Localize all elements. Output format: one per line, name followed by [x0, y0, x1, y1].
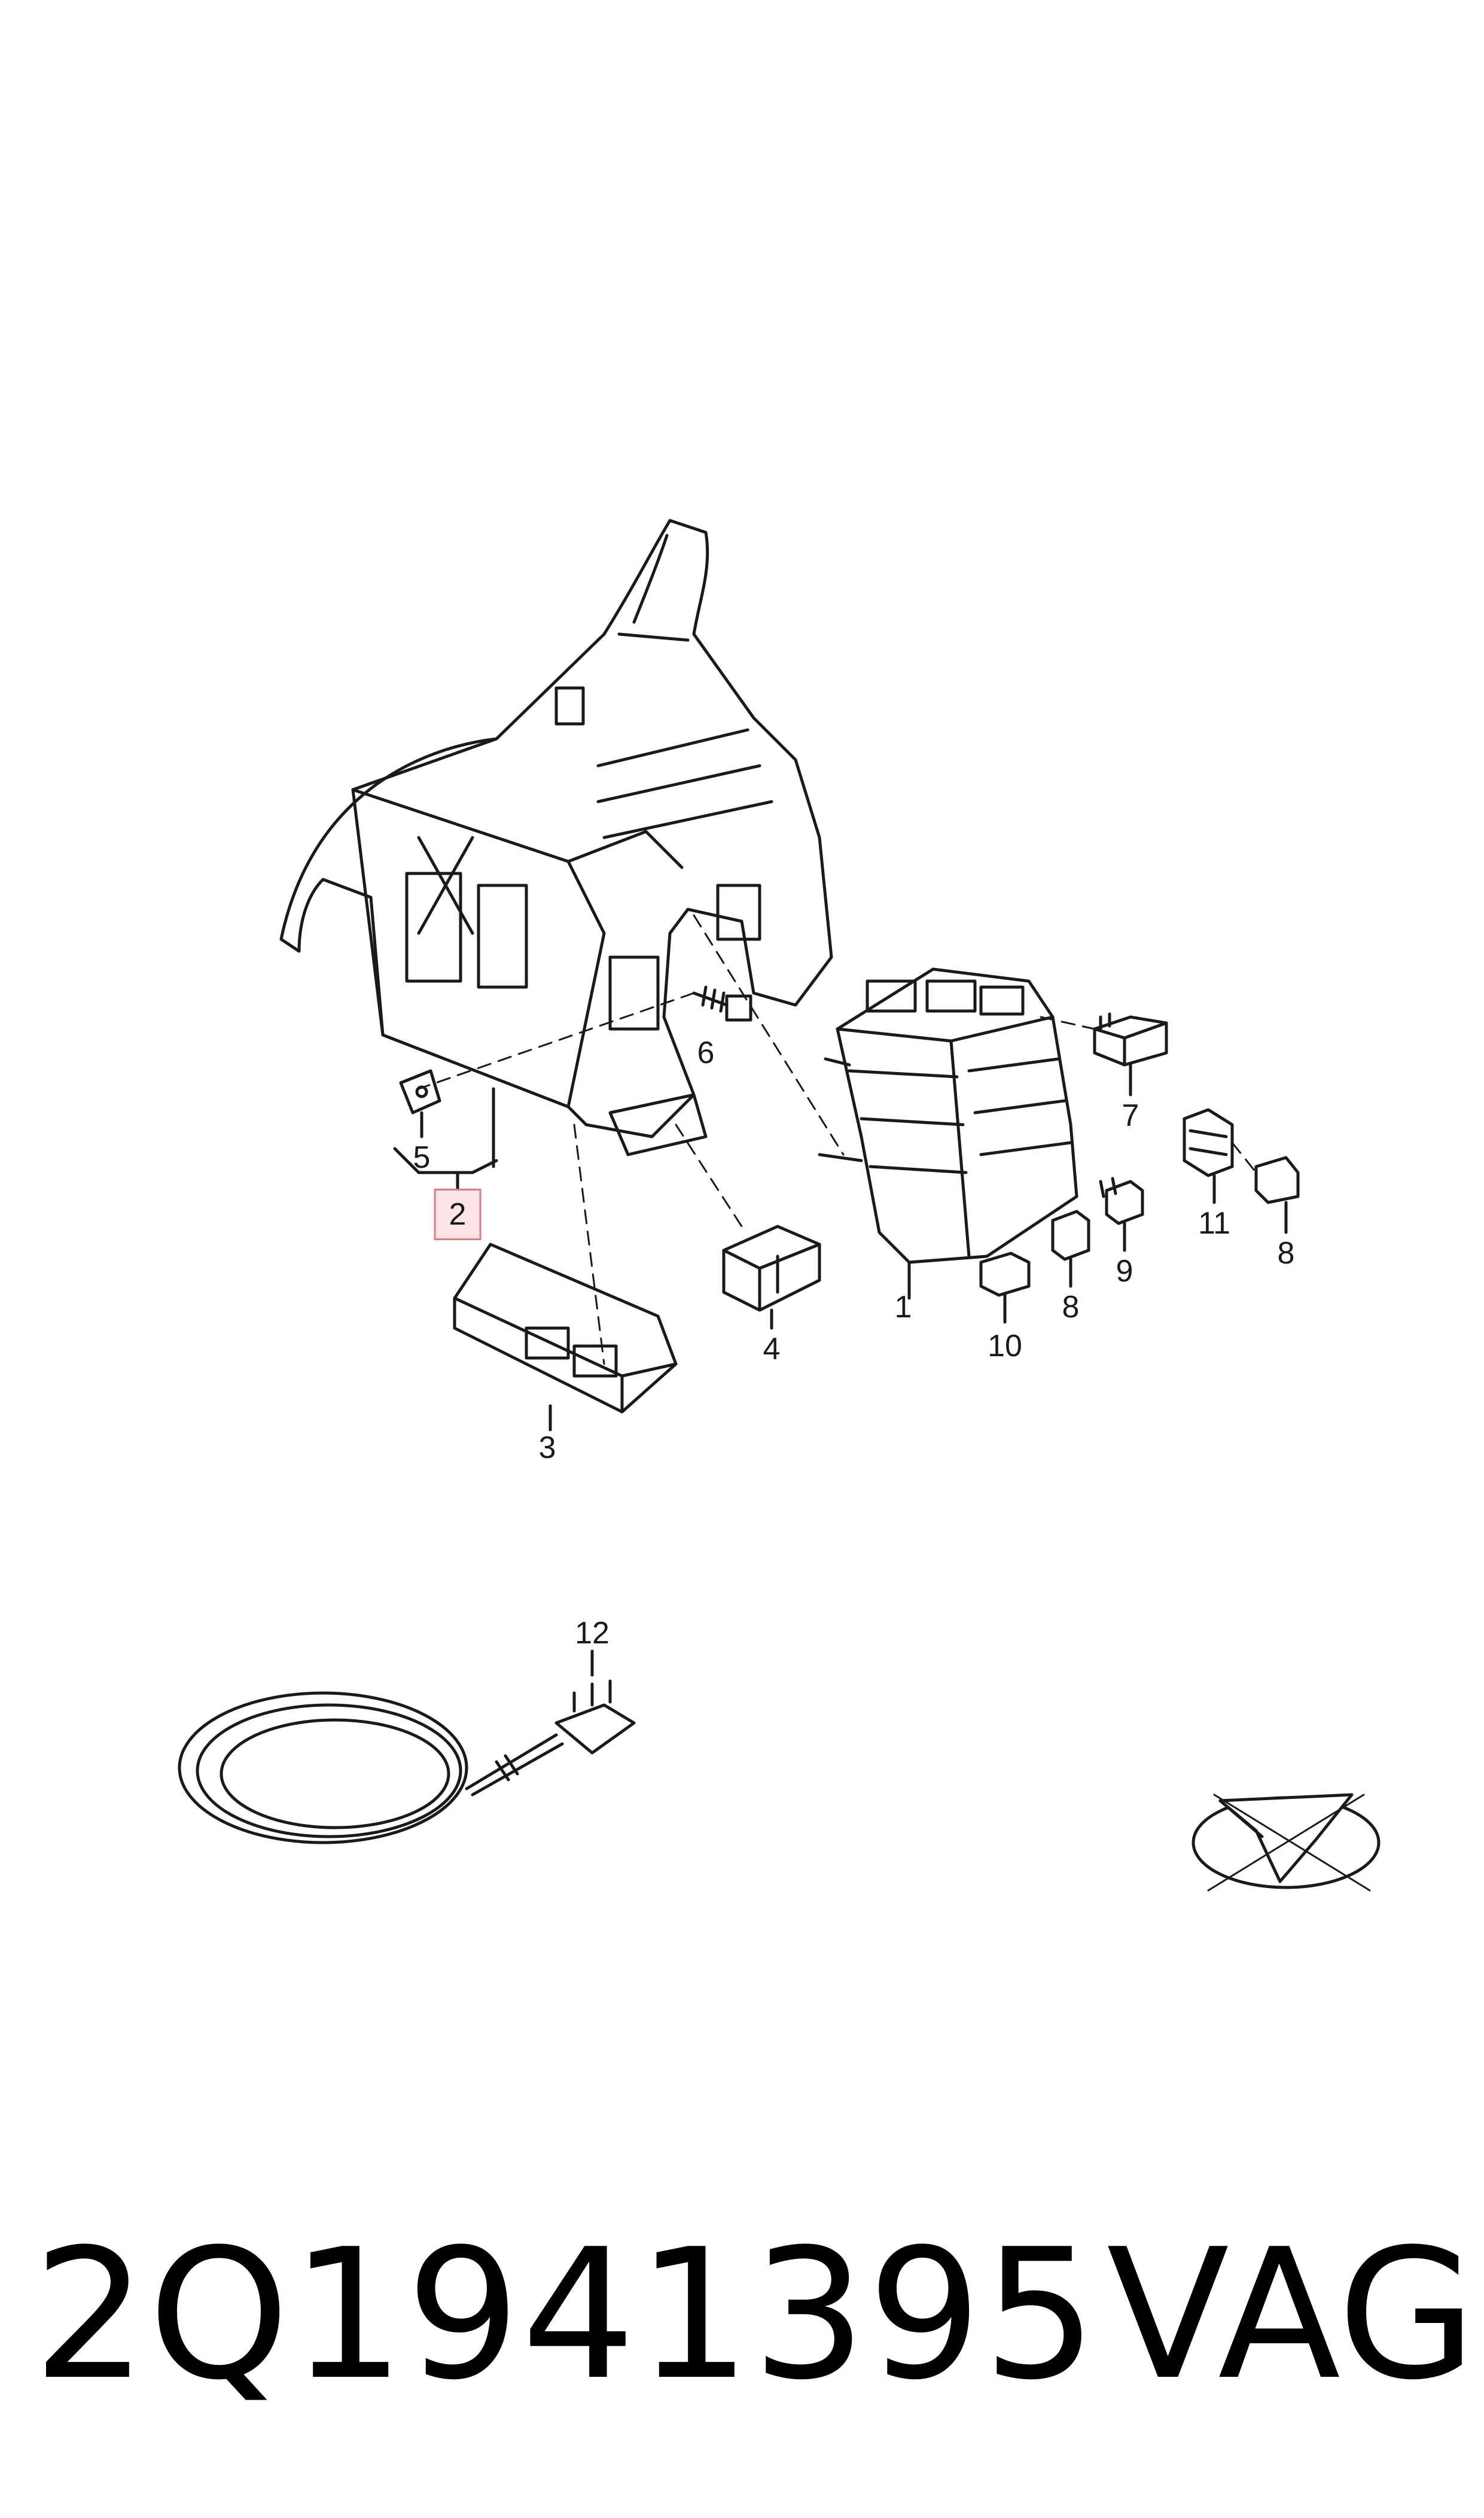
mounting-bracket	[279, 519, 833, 1156]
fuse-part-8-middle	[1051, 1210, 1090, 1288]
part-number: 2Q1941395	[33, 2211, 1099, 2419]
connector-part-11	[1183, 1108, 1234, 1204]
callout-label: 11	[1198, 1206, 1230, 1241]
fuse-part-10	[979, 1252, 1031, 1324]
cover-part-3	[453, 1243, 678, 1432]
callout-label: 9	[1116, 1254, 1133, 1289]
callout-label: 7	[1122, 1098, 1139, 1133]
callout-label: 4	[763, 1332, 781, 1366]
callout-label-highlighted[interactable]: 2	[434, 1189, 482, 1240]
fuse-part-8-right	[1254, 1156, 1300, 1234]
leader-lines	[418, 914, 1257, 1365]
holder-part-4	[722, 1225, 821, 1330]
callout-label: 8	[1277, 1236, 1295, 1271]
direction-symbol	[1192, 1793, 1381, 1892]
callout-label: 8	[1062, 1290, 1080, 1325]
brand-name: VAG	[1107, 2211, 1477, 2419]
callout-label: 3	[538, 1430, 556, 1465]
callout-label: 12	[575, 1616, 610, 1651]
screw-part-6	[692, 985, 752, 1022]
clip-part-5	[399, 1069, 441, 1115]
callout-label: 6	[697, 1036, 715, 1070]
callout-label: 1	[894, 1290, 912, 1325]
relay-part-7	[1093, 1012, 1168, 1097]
wire-harness-part-12	[178, 1649, 636, 1844]
callout-label: 10	[988, 1329, 1022, 1363]
callout-label: 5	[413, 1140, 431, 1175]
fuse-part-9	[1099, 1177, 1144, 1252]
fuse-box-part-1	[818, 967, 1078, 1300]
callout-group-bracket	[393, 1087, 498, 1192]
